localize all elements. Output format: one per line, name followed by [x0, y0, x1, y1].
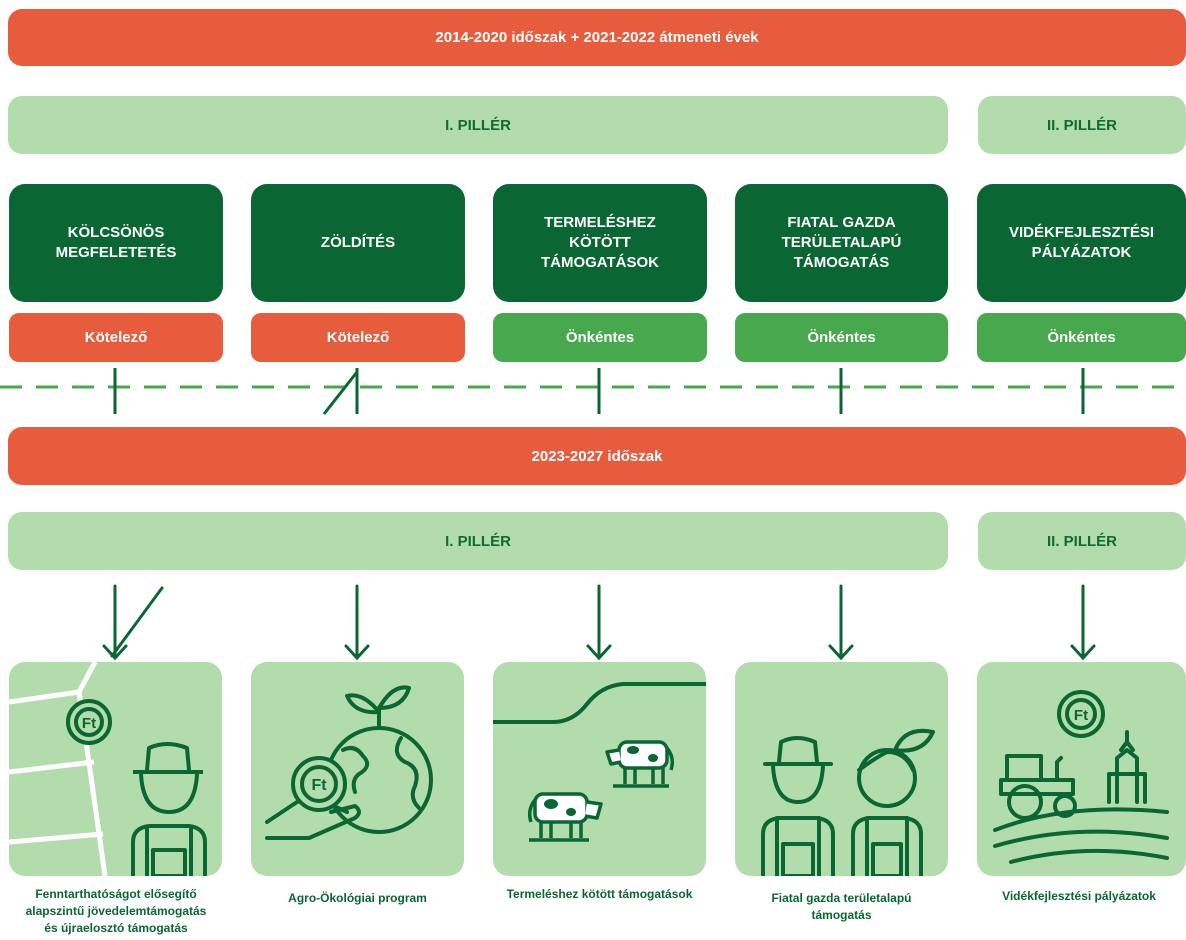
transition-divider — [0, 368, 1186, 415]
top-period-bar: 2014-2020 időszak + 2021-2022 átmeneti é… — [8, 9, 1186, 66]
hill-line — [493, 682, 706, 724]
new-pillar-1-label: I. PILLÉR — [445, 532, 511, 550]
status-tag-mandatory: Kötelező — [9, 313, 223, 362]
cows-icon — [493, 682, 706, 842]
bottom-period-label: 2023-2027 időszak — [531, 447, 663, 465]
young-farmers-icon — [761, 728, 935, 876]
old-scheme-box-3: TERMELÉSHEZ KÖTÖTT TÁMOGATÁSOK — [493, 184, 707, 302]
scheme-card-basic-income: Ft — [9, 662, 222, 876]
scheme-caption: Vidékfejlesztési pályázatok — [1002, 889, 1156, 903]
old-scheme-title: ZÖLDÍTÉS — [320, 234, 396, 251]
down-arrow-icon — [828, 584, 854, 661]
status-label: Kötelező — [84, 329, 148, 346]
old-scheme-box-5: VIDÉKFEJLESZTÉSI PÁLYÁZATOK — [977, 184, 1186, 302]
globe-hand-coin-icon: Ft — [265, 685, 433, 840]
down-arrow-icon — [1070, 584, 1096, 661]
scheme-card-agro-ecological: Ft — [251, 662, 464, 876]
old-scheme-box-4: FIATAL GAZDA TERÜLETALAPÚ TÁMOGATÁS — [735, 184, 948, 302]
old-scheme-box-2: ZÖLDÍTÉS — [251, 184, 465, 302]
top-period-label: 2014-2020 időszak + 2021-2022 átmeneti é… — [435, 29, 759, 46]
svg-text:Ft: Ft — [311, 777, 327, 794]
down-arrow-icon — [102, 584, 128, 661]
new-pillar-1-bar: I. PILLÉR — [8, 512, 948, 570]
old-scheme-title: VIDÉKFEJLESZTÉSI PÁLYÁZATOK — [1008, 224, 1155, 261]
old-scheme-title: FIATAL GAZDA TERÜLETALAPÚ TÁMOGATÁS — [781, 214, 902, 271]
diagonal-arrow-line — [110, 586, 164, 658]
old-scheme-title: KÖLCSÖNÖS MEGFELETETÉS — [55, 224, 177, 261]
diagonal-connector-line — [322, 371, 359, 415]
svg-text:Ft: Ft — [1074, 707, 1088, 724]
scheme-card-coupled-support — [493, 662, 706, 876]
status-label: Önkéntes — [1047, 329, 1116, 346]
status-label: Kötelező — [326, 329, 390, 346]
new-pillar-2-label: II. PILLÉR — [1046, 532, 1117, 550]
status-label: Önkéntes — [565, 329, 635, 346]
old-pillar-1-bar: I. PILLÉR — [8, 96, 948, 154]
status-tag-voluntary: Önkéntes — [493, 313, 707, 362]
arrows-row — [102, 584, 1096, 661]
svg-text:Ft: Ft — [82, 715, 96, 732]
down-arrow-icon — [586, 584, 612, 661]
scheme-caption: Fenntarthatóságot elősegítő alapszintű j… — [25, 887, 207, 935]
scheme-caption: Agro-Ökológiai program — [288, 891, 427, 905]
status-label: Önkéntes — [807, 329, 876, 346]
old-scheme-title: TERMELÉSHEZ KÖTÖTT TÁMOGATÁSOK — [540, 214, 660, 271]
old-pillar-1-label: I. PILLÉR — [445, 116, 511, 134]
scheme-caption: Fiatal gazda területalapú támogatás — [771, 891, 912, 922]
bottom-period-bar: 2023-2027 időszak — [8, 427, 1186, 485]
old-pillar-2-bar: II. PILLÉR — [978, 96, 1186, 154]
farmer-field-icon: Ft — [9, 662, 207, 876]
scheme-card-young-farmer — [735, 662, 948, 876]
scheme-card-rural-development: Ft — [977, 662, 1186, 876]
new-pillar-2-bar: II. PILLÉR — [978, 512, 1186, 570]
status-tag-voluntary: Önkéntes — [735, 313, 948, 362]
status-tag-mandatory: Kötelező — [251, 313, 465, 362]
down-arrow-icon — [344, 584, 370, 661]
status-tag-voluntary: Önkéntes — [977, 313, 1186, 362]
tractor-village-icon: Ft — [993, 690, 1169, 864]
old-scheme-box-1: KÖLCSÖNÖS MEGFELETETÉS — [9, 184, 223, 302]
old-pillar-2-label: II. PILLÉR — [1046, 116, 1117, 134]
scheme-caption: Termeléshez kötött támogatások — [506, 887, 693, 901]
